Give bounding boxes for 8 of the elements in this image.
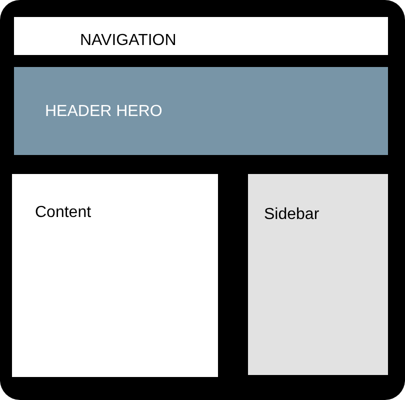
node-label: HEADER HERO (45, 104, 162, 120)
node-label: Content (35, 205, 92, 221)
header-hero-band (14, 67, 388, 155)
node-label: NAVIGATION (80, 33, 176, 49)
navigation-bar (14, 17, 388, 55)
node-label: Sidebar (264, 207, 320, 223)
content-panel (12, 174, 218, 377)
sidebar-panel (248, 174, 388, 375)
